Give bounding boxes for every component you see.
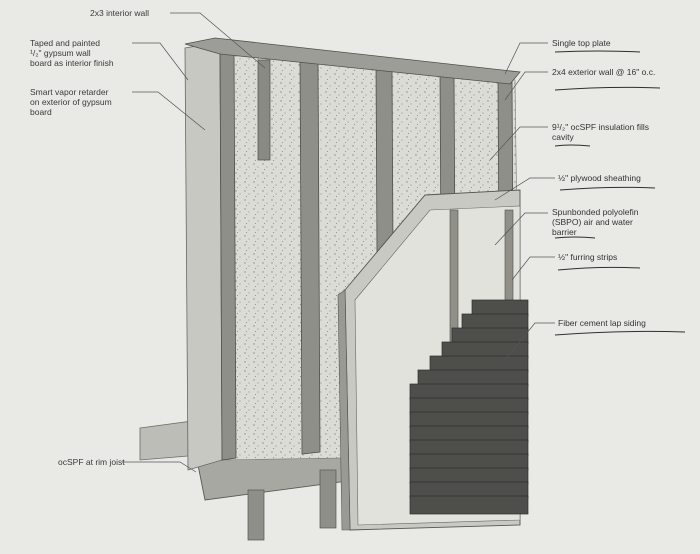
label-siding: Fiber cement lap siding bbox=[558, 318, 646, 328]
label-top-plate: Single top plate bbox=[552, 38, 611, 48]
label-interior-wall: 2x3 interior wall bbox=[90, 8, 150, 18]
label-sbpo: Spunbonded polyolefin (SBPO) air and wat… bbox=[552, 207, 639, 237]
label-plywood: ½" plywood sheathing bbox=[558, 173, 641, 183]
label-vapor-retarder: Smart vapor retarder on exterior of gyps… bbox=[30, 87, 112, 117]
floor-joist-right bbox=[319, 469, 337, 529]
label-insulation: 9¹/₂" ocSPF insulation fills cavity bbox=[552, 122, 650, 142]
plywood-edge bbox=[337, 289, 351, 531]
handwritten-underlines bbox=[554, 50, 686, 336]
floor-joist-left bbox=[247, 489, 265, 541]
lap-siding bbox=[409, 299, 529, 515]
label-rim-joist: ocSPF at rim joist bbox=[58, 457, 125, 467]
leader-lines bbox=[122, 12, 555, 473]
top-plate bbox=[184, 37, 521, 85]
label-gypsum: Taped and painted ¹/₂" gypsum wall board… bbox=[30, 38, 114, 68]
gypsum-board bbox=[184, 41, 223, 471]
label-furring: ½" furring strips bbox=[558, 252, 618, 262]
interior-wall-stud bbox=[257, 59, 271, 161]
label-exterior-wall: 2x4 exterior wall @ 16" o.c. bbox=[552, 67, 656, 77]
